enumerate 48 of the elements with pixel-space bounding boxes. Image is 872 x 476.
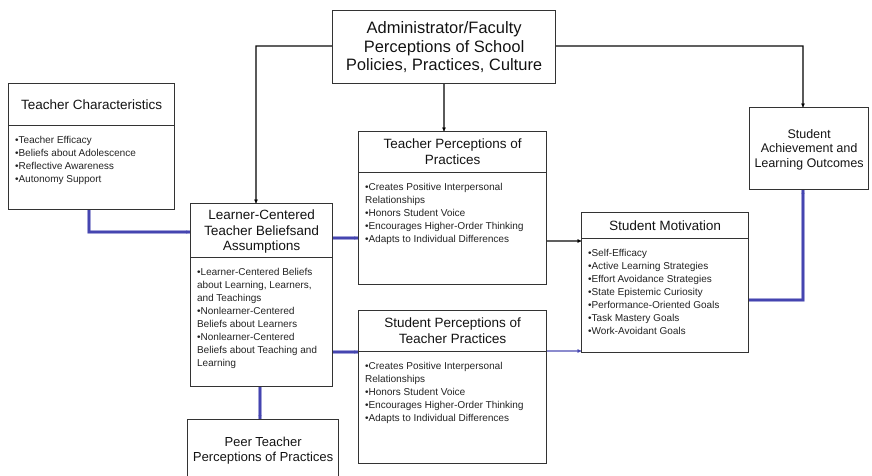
arrow — [545, 239, 582, 243]
arrow — [556, 45, 805, 108]
box-heading: Peer Teacher Perceptions of Practices — [192, 435, 334, 465]
bullet-item: •Honors Student Voice — [365, 386, 466, 399]
bullet-item: •Nonlearner-Centered Beliefs about Learners — [197, 305, 298, 331]
bullet-item: •Learner-Centered Beliefs about Learning, Learners, and Teachings — [197, 266, 314, 305]
process-box — [581, 212, 749, 353]
box-heading: Student Motivation — [609, 218, 721, 234]
bullet-item: •Teacher Efficacy — [15, 134, 93, 147]
process-box — [187, 419, 339, 476]
process-box — [358, 131, 547, 285]
bullet-item: •Beliefs about Adolescence — [15, 147, 137, 160]
box-heading: Teacher Perceptions of Practices — [382, 136, 523, 168]
bullet-item: •State Epistemic Curiosity — [588, 286, 704, 299]
arrow — [333, 236, 358, 240]
process-box — [332, 10, 556, 84]
arrow — [258, 387, 262, 420]
process-box — [8, 83, 175, 210]
process-box — [190, 203, 333, 387]
bullet-item: •Creates Positive Interpersonal Relationships — [365, 181, 504, 207]
box-heading: Student Perceptions of Teacher Practices — [383, 315, 522, 347]
box-heading: Teacher Characteristics — [20, 96, 162, 112]
bullet-item: •Honors Student Voice — [365, 207, 466, 220]
bullet-item: •Effort Avoidance Strategies — [588, 273, 713, 286]
bullet-item: •Creates Positive Interpersonal Relationships — [365, 360, 504, 386]
bullet-item: •Reflective Awareness — [15, 160, 115, 173]
arrow — [442, 84, 446, 132]
bullet-item: •Adapts to Individual Differences — [365, 412, 510, 425]
bullet-item: •Work-Avoidant Goals — [588, 325, 687, 338]
arrow — [88, 210, 190, 234]
box-heading: Administrator/Faculty Perceptions of School Policies, Practices, Culture — [344, 18, 544, 76]
bullet-item: •Autonomy Support — [15, 173, 102, 186]
bullet-item: •Self-Efficacy — [588, 247, 648, 260]
arrow — [333, 350, 358, 354]
process-box — [749, 107, 869, 190]
bullet-item: •Encourages Higher-Order Thinking — [365, 220, 524, 233]
bullet-item: •Nonlearner-Centered Beliefs about Teaching and Learning — [197, 331, 318, 370]
bullet-item: •Performance-Oriented Goals — [588, 299, 720, 312]
bullet-item: •Encourages Higher-Order Thinking — [365, 399, 524, 412]
process-box — [358, 310, 547, 464]
box-heading: Learner-Centered Teacher Beliefsand Assumptions — [203, 207, 320, 254]
arrow — [547, 349, 582, 353]
box-heading: Student Achievement and Learning Outcomes — [753, 126, 865, 170]
arrow — [254, 45, 332, 204]
bullet-item: •Adapts to Individual Differences — [365, 233, 510, 246]
arrow — [749, 190, 805, 302]
bullet-item: •Task Mastery Goals — [588, 312, 680, 325]
bullet-item: •Active Learning Strategies — [588, 260, 710, 273]
